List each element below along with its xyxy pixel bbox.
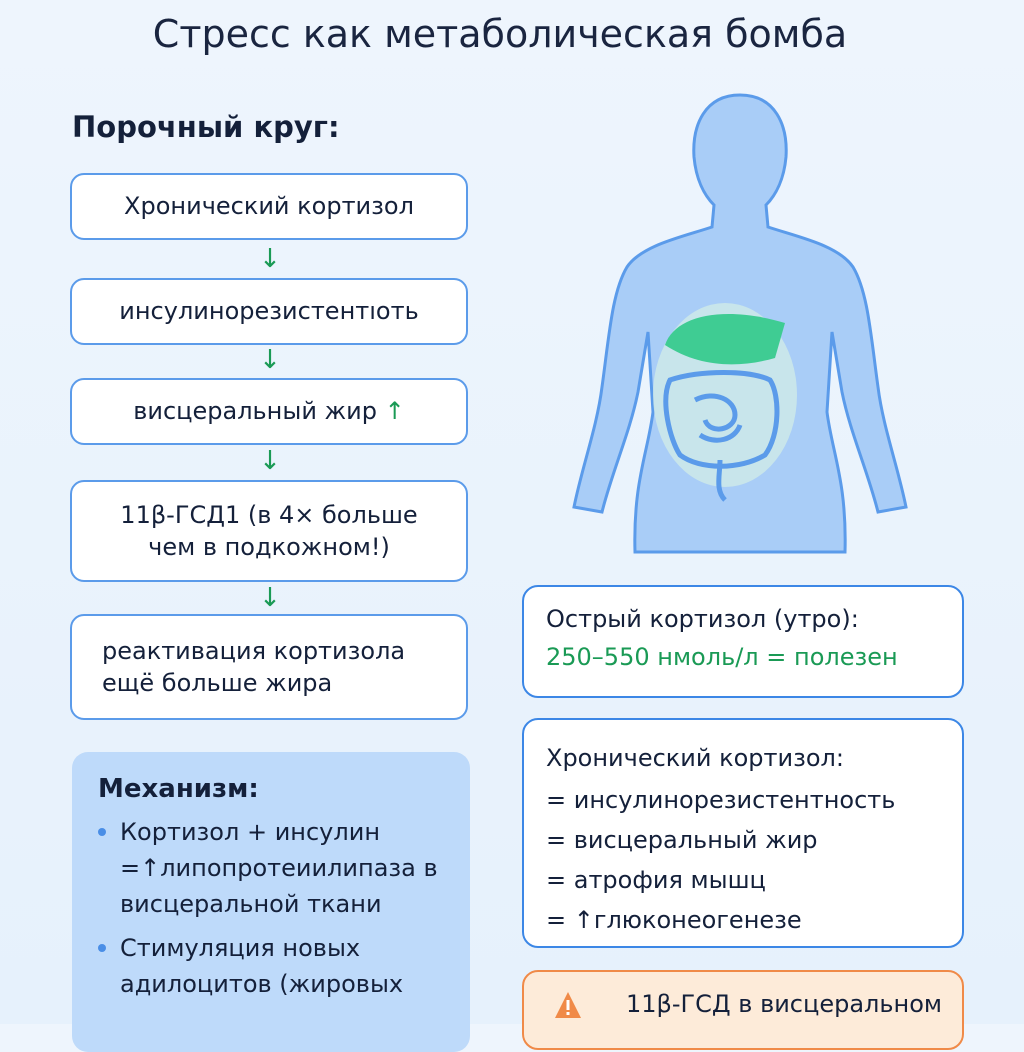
- bullet-text: Кортизол + инсулин =↑липопротеиилипаза в…: [120, 818, 438, 918]
- arrow-down-icon: ↓: [259, 446, 281, 476]
- acute-value: 250–550 нмоль/л = полезен: [546, 643, 898, 671]
- page-title: Стресс как метаболическая бомба: [152, 12, 848, 56]
- liver-icon: [665, 314, 785, 365]
- bullet-dot-icon: [98, 944, 106, 952]
- chronic-item: = ↑глюконеогенезе: [546, 906, 802, 934]
- flow-step-insulin-resistance: инсулинорезистентıоть: [70, 278, 468, 345]
- arrow-down-icon: ↓: [259, 244, 281, 274]
- intestines-icon: [663, 370, 780, 502]
- human-body-illustration: [572, 93, 908, 554]
- flow-step-reactivation: реактивация кортизола ещё больше жира: [70, 614, 468, 720]
- step-text: висцеральный жир: [133, 397, 378, 426]
- acute-heading: Острый кортизол (утро):: [546, 605, 859, 633]
- bullet-dot-icon: [98, 828, 106, 836]
- mechanism-panel: Механизм: Кортизол + инсулин =↑липопроте…: [72, 752, 470, 1052]
- mechanism-bullet: Стимуляция новых адилоцитов (жировых: [98, 930, 448, 1002]
- mechanism-bullet: Кортизол + инсулин =↑липопротеиилипаза в…: [98, 814, 448, 922]
- acute-cortisol-card: Острый кортизол (утро): 250–550 нмоль/л …: [522, 585, 964, 698]
- chronic-item: = атрофия мышц: [546, 866, 766, 894]
- mechanism-heading: Механизм:: [98, 774, 259, 804]
- flow-step-11b-hsd1: 11β-ГСД1 (в 4× больше чем в подкожном!): [70, 480, 468, 582]
- flow-step-visceral-fat: висцеральный жир ↑: [70, 378, 468, 445]
- arrow-down-icon: ↓: [259, 345, 281, 375]
- chronic-item: = висцеральный жир: [546, 826, 818, 854]
- warning-card: 11β-ГСД в висцеральном: [522, 970, 964, 1050]
- chronic-cortisol-card: Хронический кортизол: = инсулинорезистен…: [522, 718, 964, 948]
- warning-text: 11β-ГСД в висцеральном: [626, 990, 943, 1018]
- bullet-text: Стимуляция новых адилоцитов (жировых: [120, 934, 404, 998]
- vicious-circle-heading: Порочный круг:: [72, 110, 340, 144]
- warning-icon: [555, 992, 581, 1018]
- flow-step-chronic-cortisol: Хронический кортизол: [70, 173, 468, 240]
- chronic-heading: Хронический кортизол:: [546, 744, 844, 772]
- arrow-up-icon: ↑: [384, 397, 405, 426]
- chronic-item: = инсулинорезистентность: [546, 786, 896, 814]
- arrow-down-icon: ↓: [259, 583, 281, 613]
